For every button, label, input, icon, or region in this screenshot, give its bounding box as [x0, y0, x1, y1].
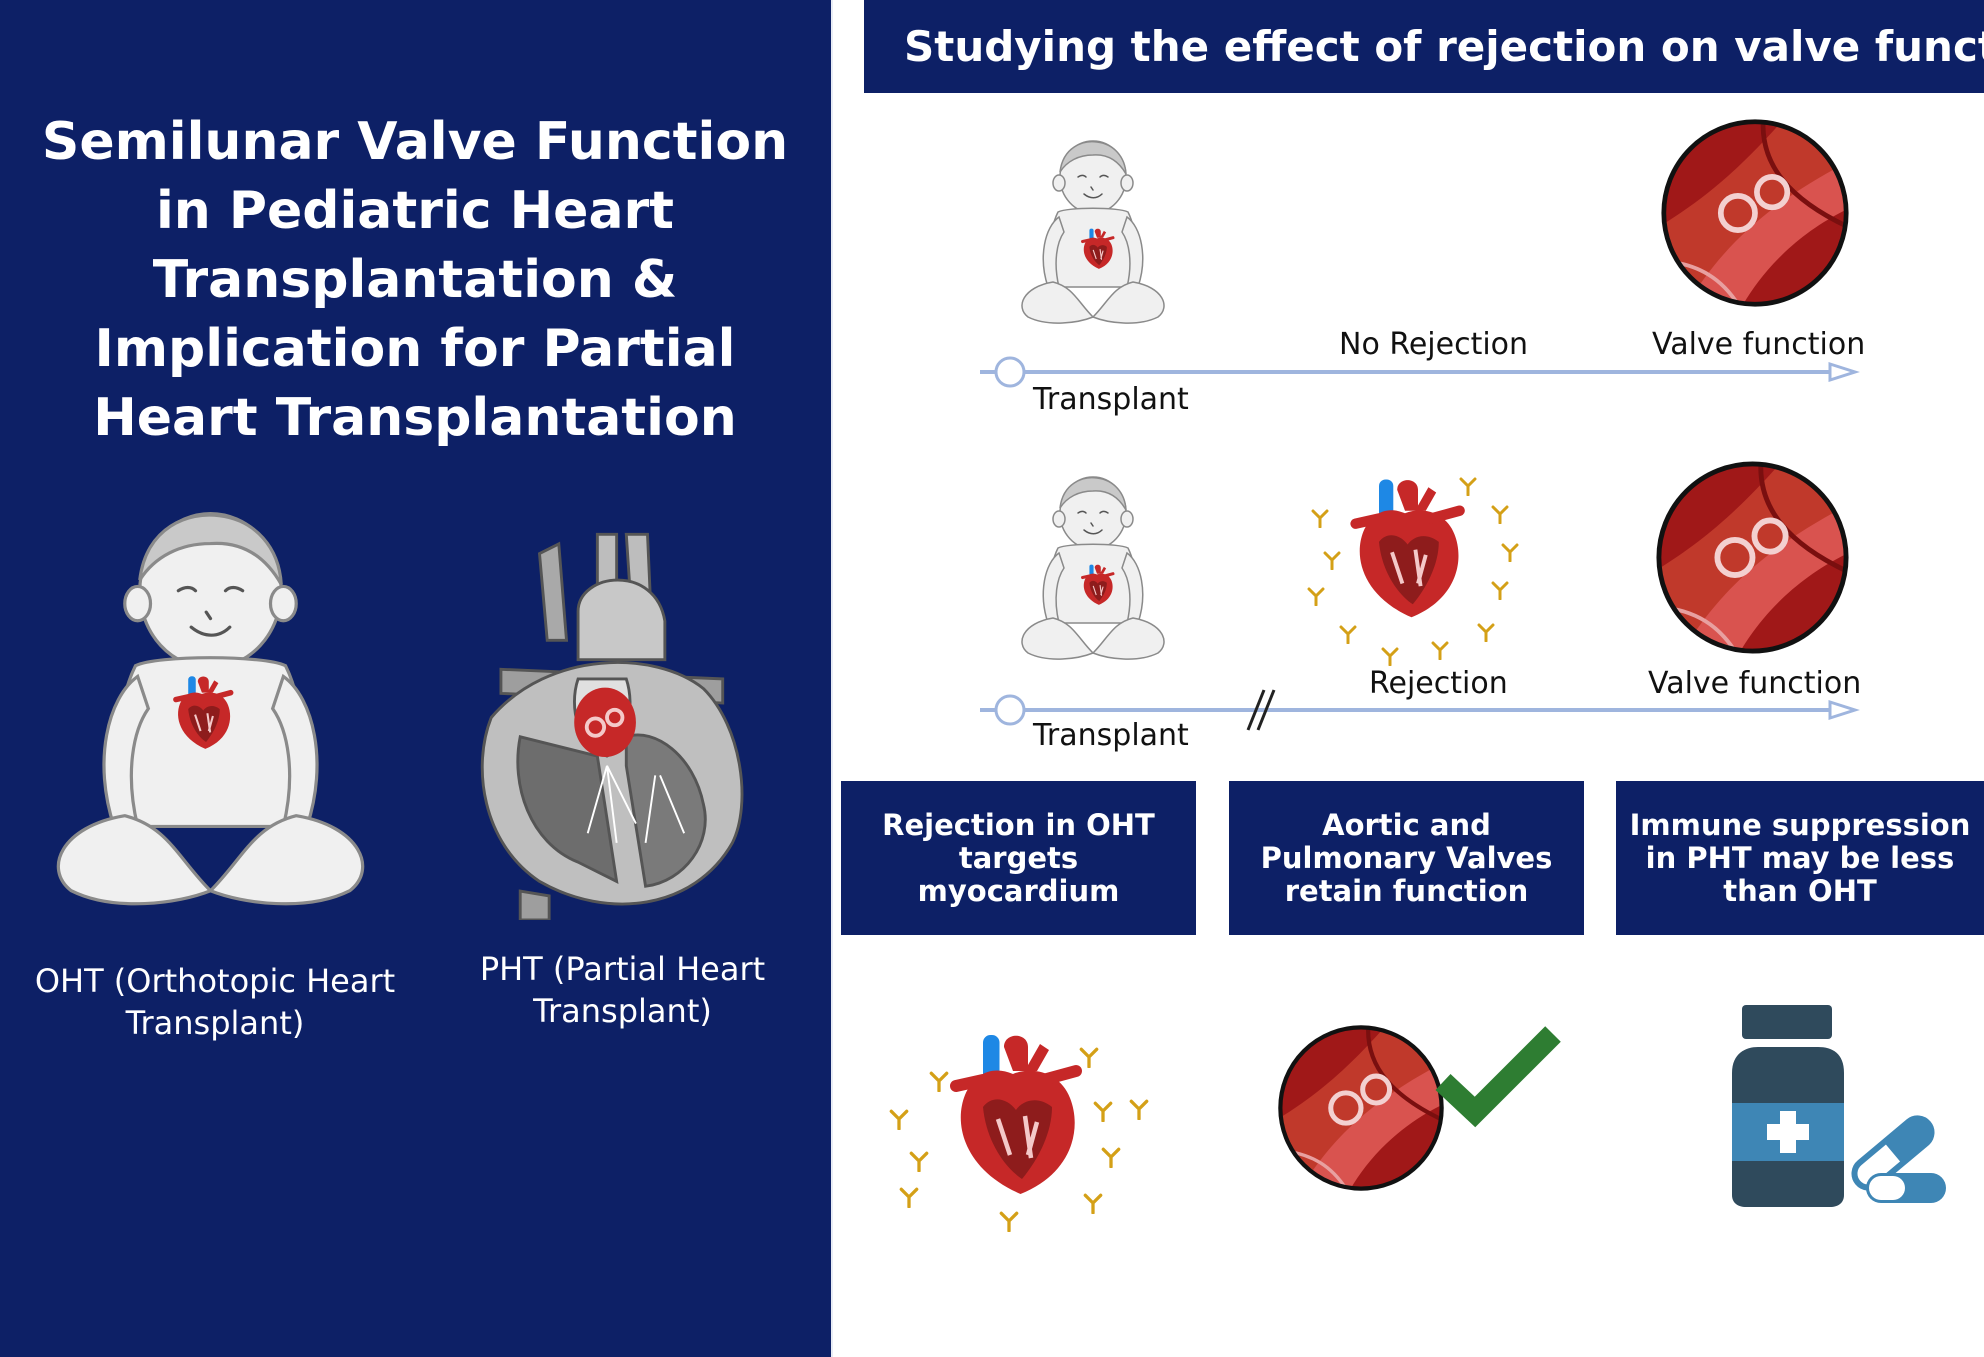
valve-icon [1645, 450, 1860, 665]
partial-heart-illustration [462, 515, 752, 920]
panel-divider [831, 0, 833, 1357]
baby-oht-illustration [18, 505, 403, 955]
timeline-1-start-dot [994, 356, 1026, 388]
timeline-2-start-dot [994, 694, 1026, 726]
finding-box-valves: Aortic and Pulmonary Valves retain funct… [1229, 781, 1584, 935]
finding-box-immune: Immune suppression in PHT may be less th… [1616, 781, 1984, 935]
finding-text: Aortic and Pulmonary Valves retain funct… [1260, 807, 1553, 908]
rejecting-heart-icon [1356, 480, 1460, 618]
timeline-2-arrow [1828, 699, 1860, 721]
timeline-1-arrow [1828, 361, 1860, 383]
pht-caption: PHT (Partial Heart Transplant) [479, 950, 766, 1030]
timeline-2-start-label: Transplant [1033, 718, 1189, 753]
finding-text: Rejection in OHT targets myocardium [882, 807, 1155, 908]
valve-check-icon [1275, 1020, 1561, 1195]
timeline-1-middle-label: No Rejection [1339, 327, 1529, 362]
timeline-2-end-label: Valve function [1648, 666, 1862, 701]
valve-icon [1651, 110, 1860, 318]
timeline-2-middle-label: Rejection [1369, 666, 1508, 701]
left-panel: Semilunar Valve Function in Pediatric He… [0, 0, 831, 1357]
medication-icon [1732, 1005, 1946, 1207]
heart-rejection-icon [889, 1000, 1149, 1232]
section-banner: Studying the effect of rejection on valv… [864, 0, 1984, 93]
time-break-mark [1246, 689, 1276, 731]
finding-text: Immune suppression in PHT may be less th… [1629, 807, 1971, 908]
timeline-diagram [980, 110, 1860, 731]
oht-caption: OHT (Orthotopic Heart Transplant) [34, 962, 396, 1042]
timeline-1-end-label: Valve function [1652, 327, 1866, 362]
valve-icon [1275, 1020, 1453, 1195]
finding-box-rejection: Rejection in OHT targets myocardium [841, 781, 1196, 935]
check-icon [1435, 1026, 1561, 1128]
page-title: Semilunar Valve Function in Pediatric He… [41, 112, 789, 448]
timeline-1-start-label: Transplant [1033, 382, 1189, 417]
